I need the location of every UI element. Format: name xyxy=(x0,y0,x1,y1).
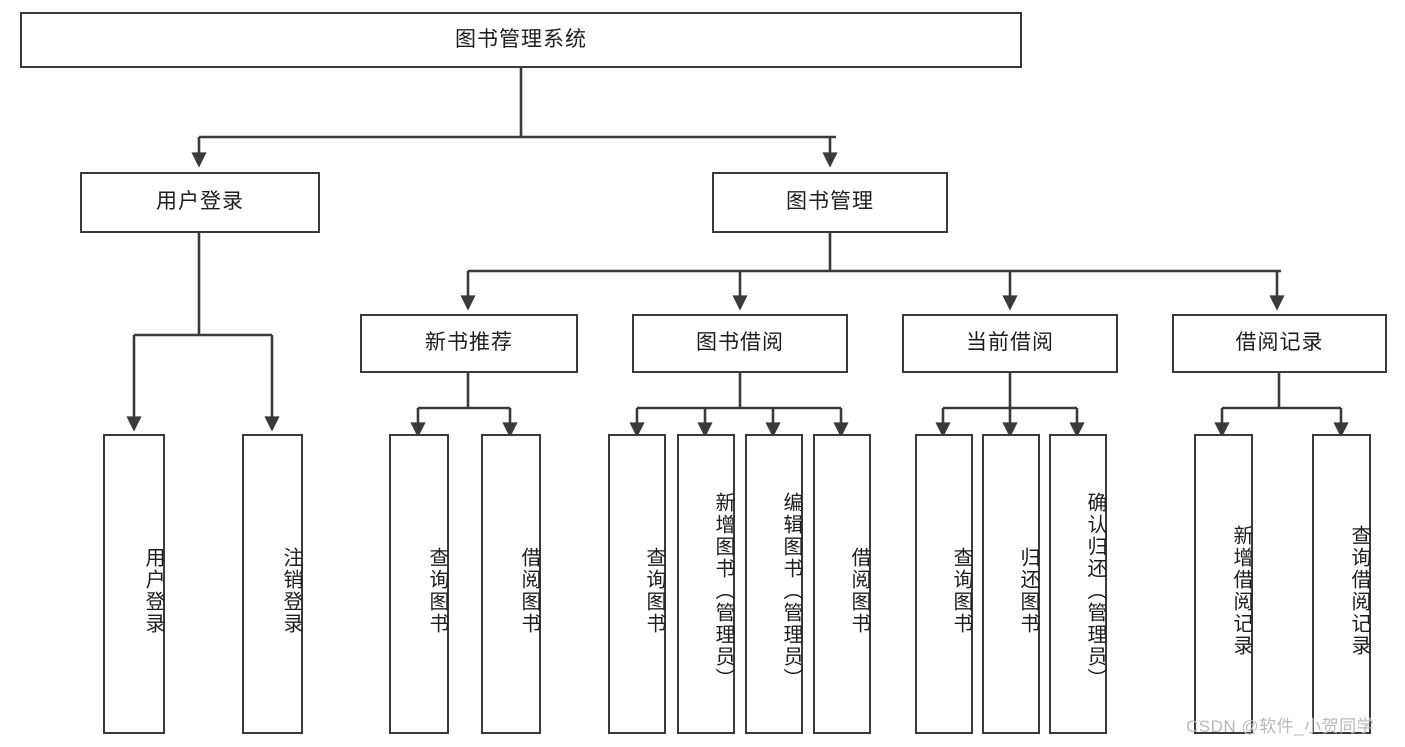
node-label: 查询图书 xyxy=(643,547,665,635)
node-label: 图书管理系统 xyxy=(455,27,587,51)
leaf-add-book-admin[interactable]: 新增图书（管理员） xyxy=(677,434,735,734)
node-new-book-recommend[interactable]: 新书推荐 xyxy=(360,314,578,373)
node-label: 借阅图书 xyxy=(848,547,870,635)
leaf-edit-book-admin[interactable]: 编辑图书（管理员） xyxy=(745,434,803,734)
leaf-borrow-book[interactable]: 借阅图书 xyxy=(813,434,871,734)
node-label: 查询图书 xyxy=(950,547,972,635)
leaf-query-book-new[interactable]: 查询图书 xyxy=(389,434,449,734)
node-label: 借阅记录 xyxy=(1235,331,1324,355)
leaf-query-borrow-record[interactable]: 查询借阅记录 xyxy=(1312,434,1371,734)
node-label: 编辑图书（管理员） xyxy=(780,492,802,690)
node-label: 查询图书 xyxy=(426,547,448,635)
node-label: 新增图书（管理员） xyxy=(712,492,734,690)
node-user-login[interactable]: 用户登录 xyxy=(80,172,320,233)
node-label: 借阅图书 xyxy=(518,547,540,635)
node-root-system[interactable]: 图书管理系统 xyxy=(20,12,1022,68)
node-label: 当前借阅 xyxy=(966,331,1054,355)
node-book-management[interactable]: 图书管理 xyxy=(712,172,948,233)
watermark: CSDN @软件_小贺同学 xyxy=(1186,717,1375,736)
node-label: 确认归还（管理员） xyxy=(1084,492,1106,690)
node-label: 归还图书 xyxy=(1017,547,1039,635)
node-label: 图书管理 xyxy=(786,190,874,214)
leaf-user-logout[interactable]: 注销登录 xyxy=(242,434,303,734)
node-borrow-record[interactable]: 借阅记录 xyxy=(1172,314,1387,373)
leaf-return-book[interactable]: 归还图书 xyxy=(982,434,1040,734)
leaf-user-login[interactable]: 用户登录 xyxy=(103,434,165,734)
node-label: 用户登录 xyxy=(156,190,244,214)
leaf-confirm-return-admin[interactable]: 确认归还（管理员） xyxy=(1049,434,1107,734)
leaf-borrow-book-new[interactable]: 借阅图书 xyxy=(481,434,541,734)
node-label: 查询借阅记录 xyxy=(1348,525,1370,657)
node-current-borrow[interactable]: 当前借阅 xyxy=(902,314,1118,373)
node-book-borrow[interactable]: 图书借阅 xyxy=(632,314,848,373)
leaf-query-book-borrow[interactable]: 查询图书 xyxy=(608,434,666,734)
node-label: 新增借阅记录 xyxy=(1230,525,1252,657)
node-label: 用户登录 xyxy=(142,547,164,635)
node-label: 图书借阅 xyxy=(696,331,784,355)
node-label: 注销登录 xyxy=(280,547,302,635)
node-label: 新书推荐 xyxy=(425,331,513,355)
leaf-add-borrow-record[interactable]: 新增借阅记录 xyxy=(1194,434,1253,734)
leaf-query-book-current[interactable]: 查询图书 xyxy=(915,434,973,734)
